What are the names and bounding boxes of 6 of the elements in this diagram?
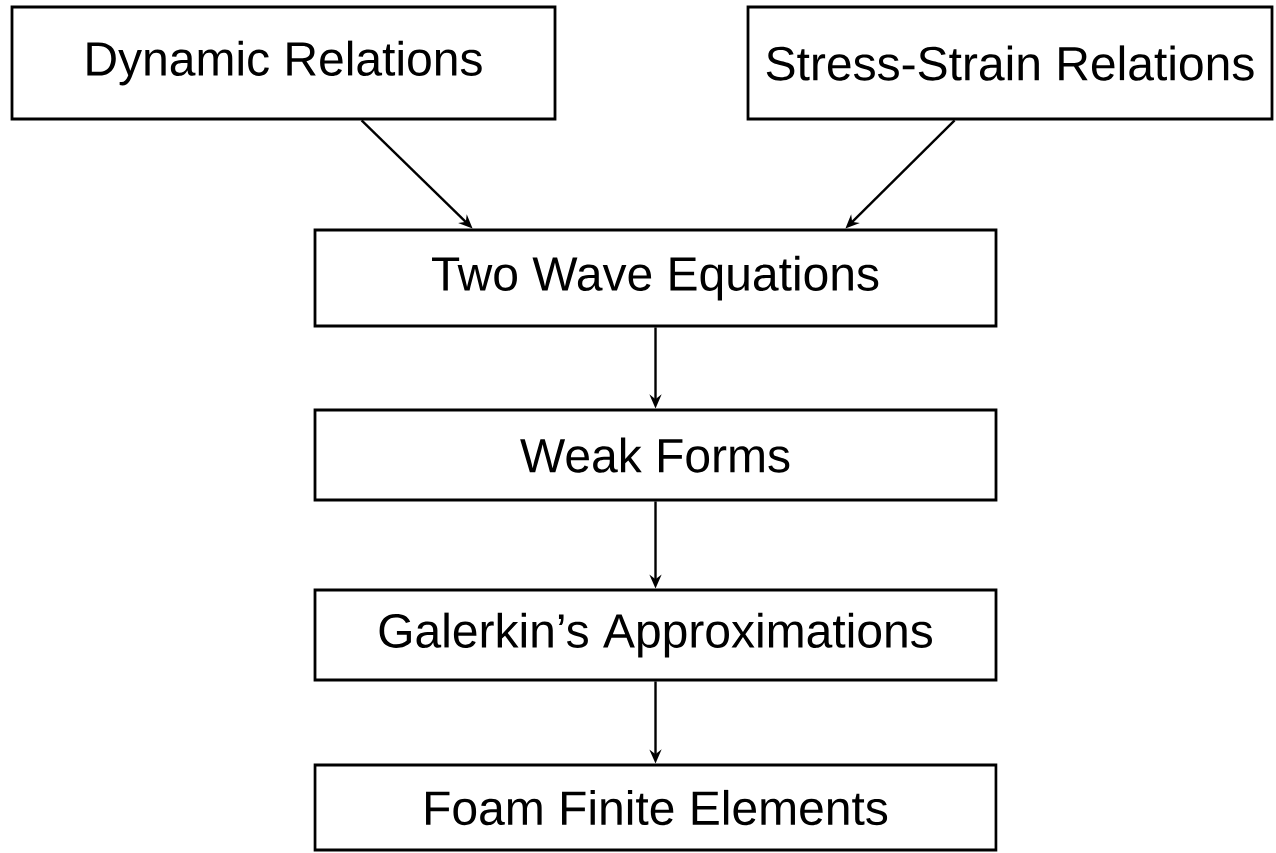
process-box: Dynamic Relations: [10, 5, 557, 121]
process-box: Foam Finite Elements: [313, 763, 998, 852]
process-box: Two Wave Equations: [313, 228, 998, 328]
process-box: Stress-Strain Relations: [746, 5, 1274, 121]
process-box: Galerkin’s Approximations: [313, 588, 998, 682]
process-box: Weak Forms: [313, 408, 998, 502]
